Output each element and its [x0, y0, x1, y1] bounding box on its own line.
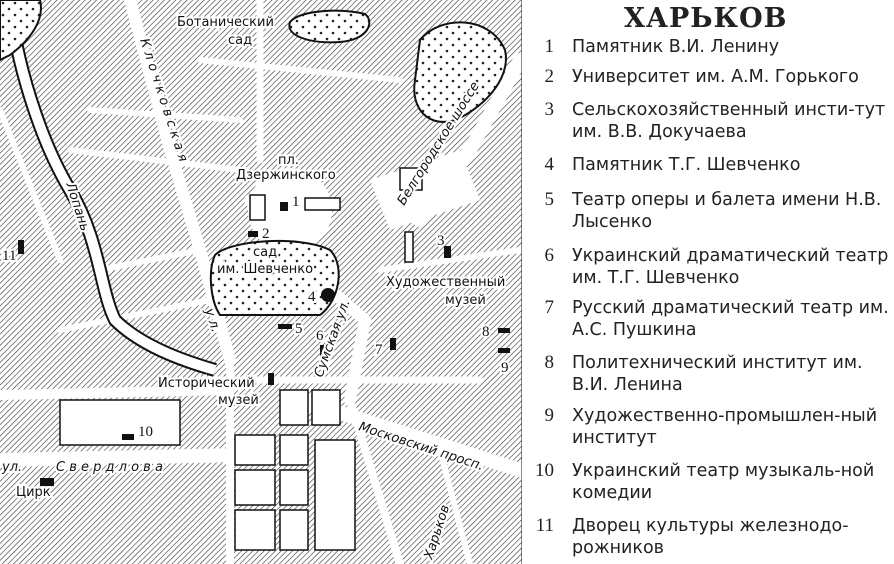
legend-item-text: Памятник В.И. Ленину — [572, 37, 780, 57]
marker-2-label: 2 — [262, 226, 270, 242]
legend-item-text: Сельскохозяйственный инсти-тут им. В.В. … — [572, 100, 886, 142]
north-park — [413, 21, 507, 123]
streets — [0, 0, 520, 564]
legend-item-number: 2 — [544, 66, 555, 87]
legend-item-text: Театр оперы и балета имени Н.В. Лысенко — [572, 190, 882, 232]
legend-item-text: Художественно-промышлен-ный институт — [572, 406, 878, 448]
city-map: Ботанический сад пл. Дзержинского сад им… — [0, 0, 522, 564]
legend-item-number: 11 — [535, 515, 554, 536]
legend-item-text: Дворец культуры железнодо-рожников — [572, 516, 849, 558]
marker-7-label: 7 — [375, 342, 383, 358]
shevchenko-garden-label-2: им. Шевченко — [217, 262, 313, 277]
marker-6-label: 6 — [316, 328, 324, 344]
sverdlova-ul-label: ул. — [1, 460, 22, 475]
legend-item-number: 8 — [544, 352, 555, 373]
dzerzhinsky-square-label-1: пл. — [278, 153, 299, 168]
legend-item-number: 9 — [544, 405, 555, 426]
legend-item-text: Украинский театр музыкаль-ной комедии — [572, 461, 875, 503]
history-museum-label-1: Исторический — [158, 376, 255, 391]
map-markers — [18, 202, 510, 486]
legend-item-number: 3 — [544, 99, 555, 120]
legend-item-number: 1 — [544, 36, 555, 57]
legend-item-number: 7 — [544, 297, 555, 318]
botanical-garden-park — [288, 9, 371, 44]
map-title: ХАРЬКОВ — [624, 3, 788, 34]
botanical-garden-label-2: сад — [228, 33, 252, 48]
art-museum-label-2: музей — [445, 293, 486, 308]
legend-item-number: 4 — [544, 154, 555, 175]
marker-8-label: 8 — [482, 324, 490, 340]
sverdlova-street-label: С в е р д л о в а — [56, 460, 163, 475]
northwest-park — [0, 0, 42, 62]
marker-1-label: 1 — [292, 194, 300, 210]
legend-item-text: Памятник Т.Г. Шевченко — [572, 155, 801, 175]
map-legend: ХАРЬКОВ 1 Памятник В.И. Ленину 2 Универс… — [524, 0, 894, 564]
marker-3-label: 3 — [437, 233, 445, 249]
shevchenko-garden-label-1: сад — [253, 245, 277, 260]
legend-item-text: Политехнический институт им. В.И. Ленина — [572, 353, 863, 395]
marker-5-label: 5 — [295, 321, 303, 337]
legend-item-number: 10 — [535, 460, 554, 481]
legend-item-number: 5 — [544, 189, 555, 210]
legend-item-text: Университет им. А.М. Горького — [572, 67, 859, 87]
legend-item-number: 6 — [544, 245, 555, 266]
art-museum-label-1: Художественный — [386, 275, 505, 290]
marker-9-label: 9 — [501, 360, 509, 376]
legend-item-text: Украинский драматический театр им. Т.Г. … — [572, 246, 889, 288]
city-blocks — [59, 167, 423, 551]
marker-10-label: 10 — [138, 424, 153, 440]
botanical-garden-label-1: Ботанический — [177, 15, 274, 30]
marker-11-label: 11 — [2, 248, 16, 264]
dzerzhinsky-square-label-2: Дзержинского — [236, 168, 336, 183]
lopan-river — [5, 0, 217, 375]
circus-label: Цирк — [16, 485, 51, 500]
shevchenko-garden-park — [209, 239, 340, 316]
marker-4-label: 4 — [308, 289, 316, 305]
legend-item-text: Русский драматический театр им. А.С. Пуш… — [572, 298, 889, 340]
history-museum-label-2: музей — [218, 393, 259, 408]
